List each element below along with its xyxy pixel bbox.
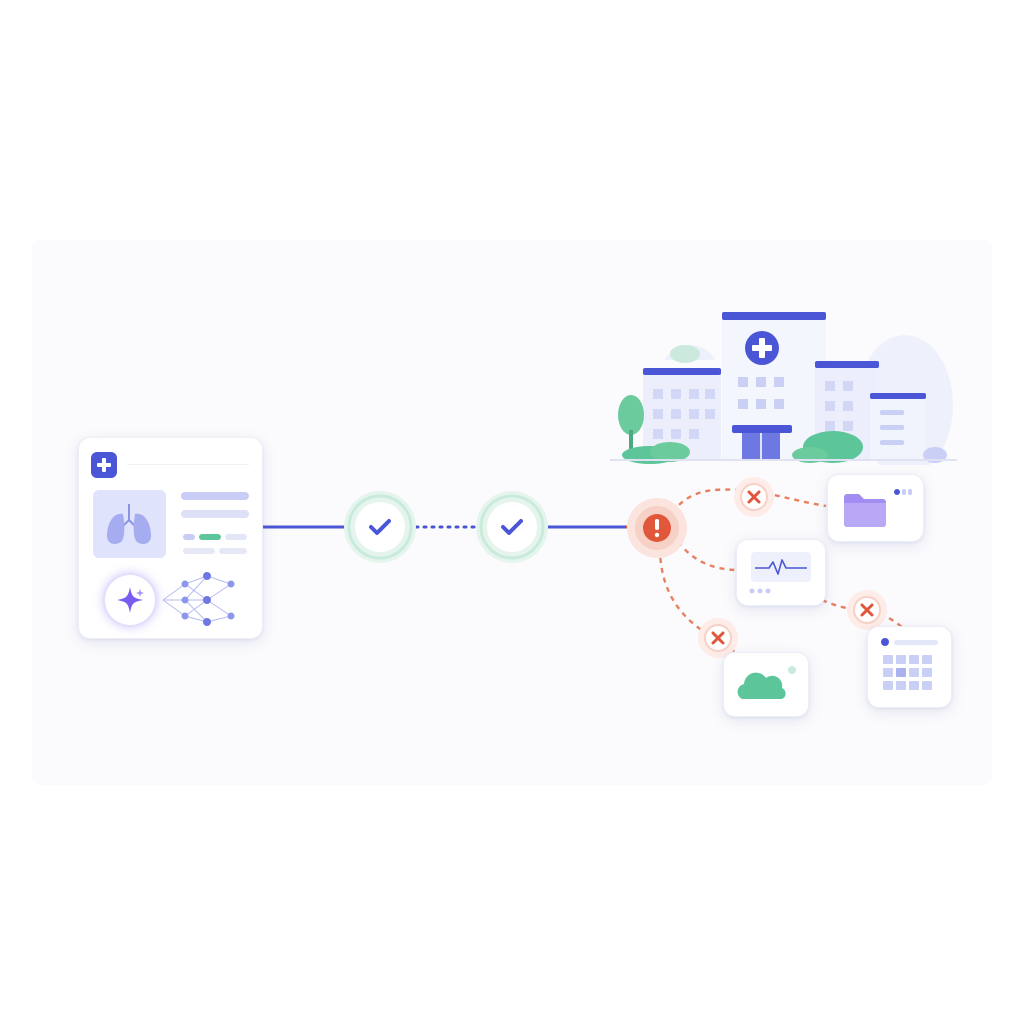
calendar-card xyxy=(867,626,952,708)
close-icon xyxy=(747,490,761,504)
monitor-card xyxy=(736,539,826,606)
exclamation-icon xyxy=(655,519,659,530)
checkpoint-1 xyxy=(342,489,418,565)
close-icon xyxy=(860,603,874,617)
header-divider xyxy=(127,464,249,465)
folder-dots xyxy=(894,489,914,495)
blocked-marker-folder xyxy=(733,476,775,518)
source-card xyxy=(78,437,263,639)
check-icon xyxy=(501,519,523,535)
calendar-icon xyxy=(881,638,938,690)
text-placeholder-4 xyxy=(219,548,247,554)
status-pill-gray xyxy=(183,534,195,540)
medical-cross-icon xyxy=(91,452,117,478)
folder-icon xyxy=(844,494,886,527)
close-icon xyxy=(711,631,725,645)
monitor-dots xyxy=(749,588,771,594)
neural-network-icon xyxy=(162,572,235,626)
text-placeholder-3 xyxy=(183,548,215,554)
blocked-marker-cloud xyxy=(697,617,739,659)
branch-to-monitor xyxy=(671,533,741,572)
check-icon xyxy=(369,519,391,535)
heart-monitor-icon xyxy=(755,559,807,575)
ai-badge xyxy=(103,573,157,627)
lungs-icon xyxy=(107,504,151,544)
status-pill-light xyxy=(225,534,247,540)
checkpoint-2 xyxy=(474,489,550,565)
alert-node xyxy=(626,497,688,559)
sparkle-icon xyxy=(117,587,144,613)
scan-thumbnail xyxy=(93,490,166,558)
status-pill-green xyxy=(199,534,221,540)
cloud-icon xyxy=(737,666,796,699)
hospital-building-icon xyxy=(610,312,957,465)
blocked-marker-calendar xyxy=(846,589,888,631)
text-placeholder-2 xyxy=(181,510,249,518)
text-placeholder-1 xyxy=(181,492,249,500)
cloud-card xyxy=(723,652,809,717)
branch-to-cloud xyxy=(658,547,746,661)
folder-card xyxy=(827,474,924,542)
